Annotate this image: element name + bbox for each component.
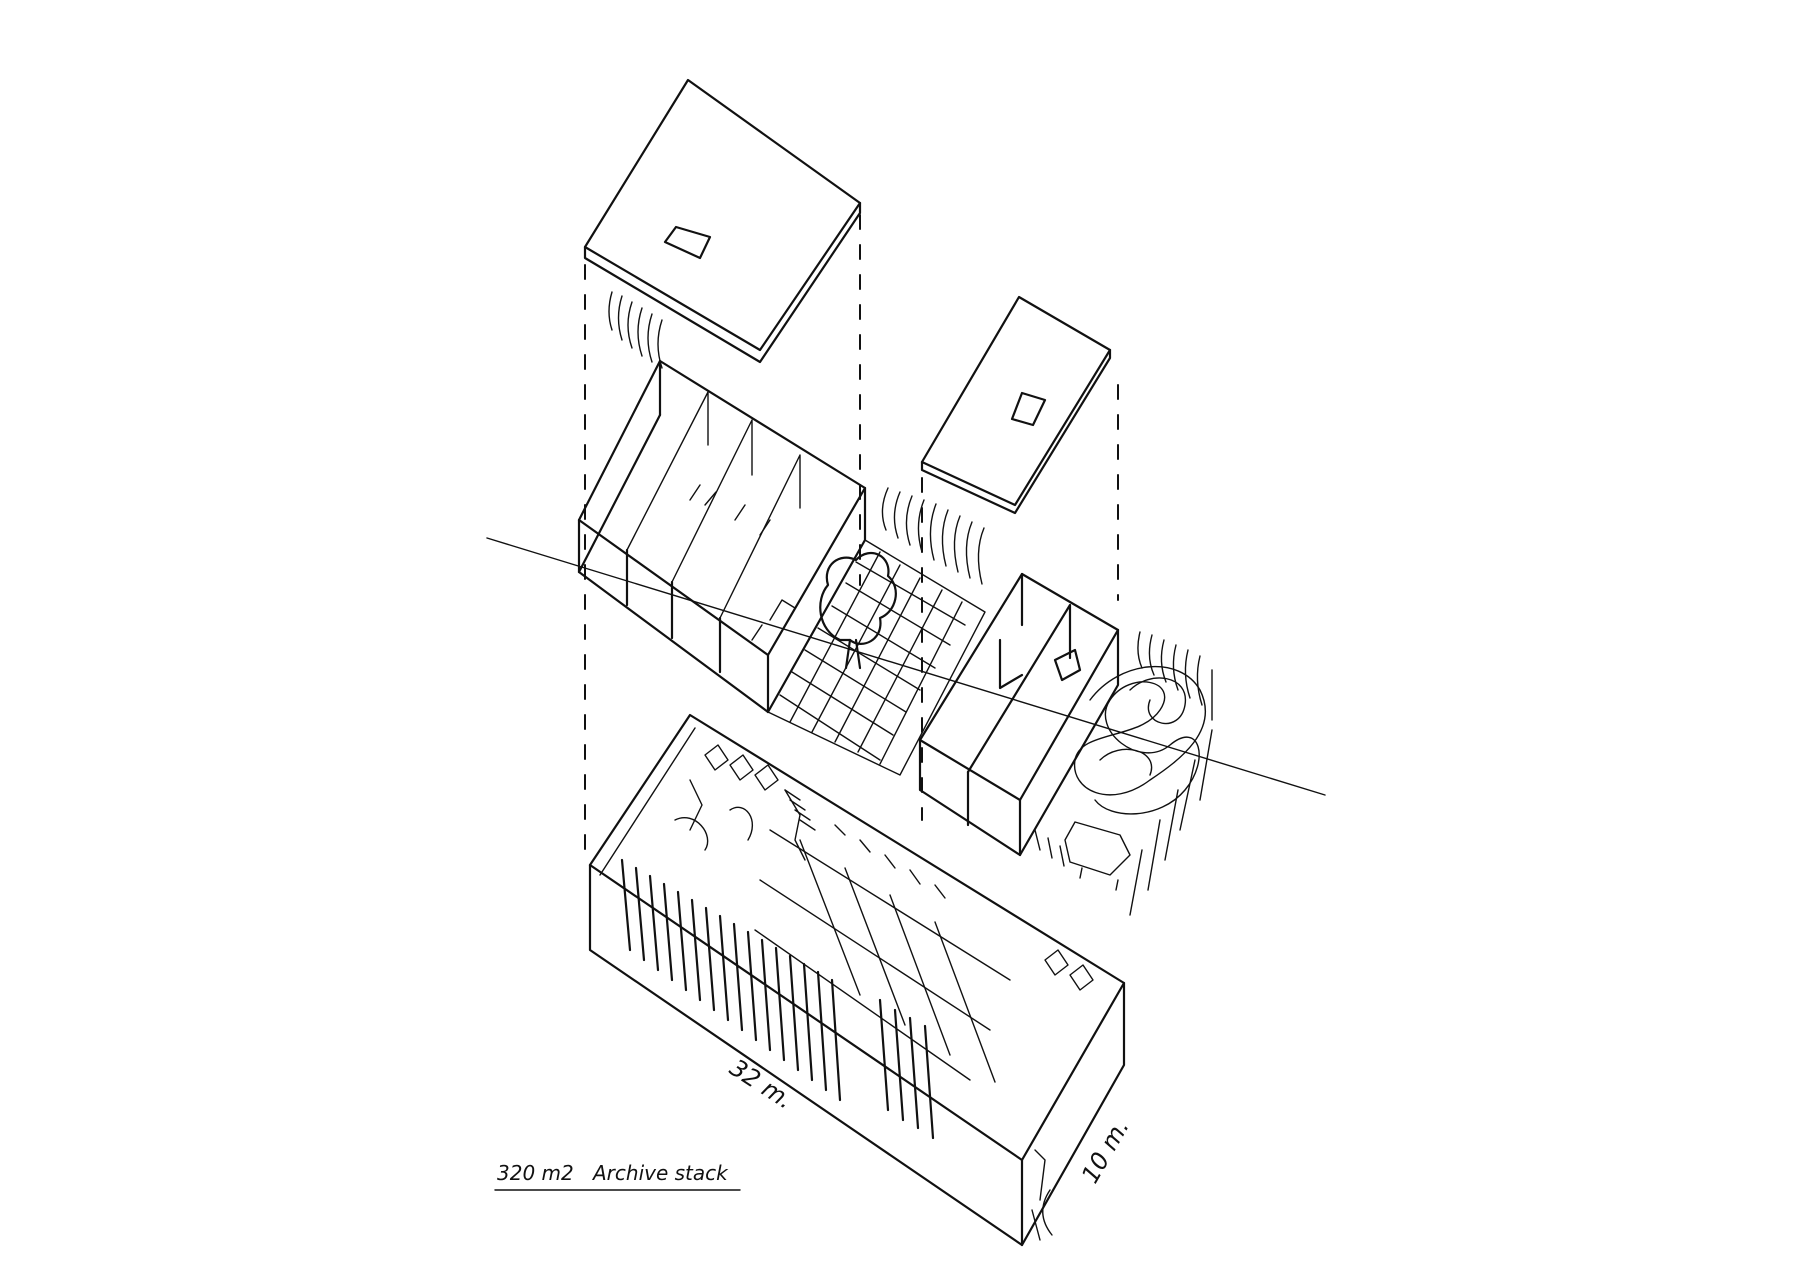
furniture	[674, 744, 1094, 1241]
tree-trunk	[844, 638, 862, 670]
roof-slab-small	[920, 295, 1112, 515]
skylight-large	[663, 225, 712, 260]
area-label: 320 m2	[497, 1161, 574, 1185]
right-pavilion	[918, 572, 1120, 857]
archive-stack-building	[588, 713, 1126, 1247]
stair	[784, 789, 816, 831]
roof-slab-large	[583, 78, 862, 364]
length-dimension-label: 32 m.	[725, 1054, 798, 1115]
courtyard	[767, 539, 986, 776]
left-pavilion	[577, 359, 867, 714]
width-dimension-bracket	[1042, 1189, 1053, 1236]
projection-lines	[584, 214, 1119, 861]
hatch-arcs-center	[881, 487, 985, 585]
width-dimension-label: 10 m.	[1076, 1114, 1135, 1188]
hatch-arcs-left	[608, 291, 663, 369]
car	[1064, 821, 1131, 891]
tree	[819, 551, 897, 645]
garden-scribble	[1064, 665, 1207, 891]
skylight-small	[1010, 391, 1047, 427]
hatch-arcs-right	[1034, 631, 1213, 916]
title-label: Archive stack	[591, 1161, 729, 1185]
stack-shelves	[620, 858, 935, 1140]
